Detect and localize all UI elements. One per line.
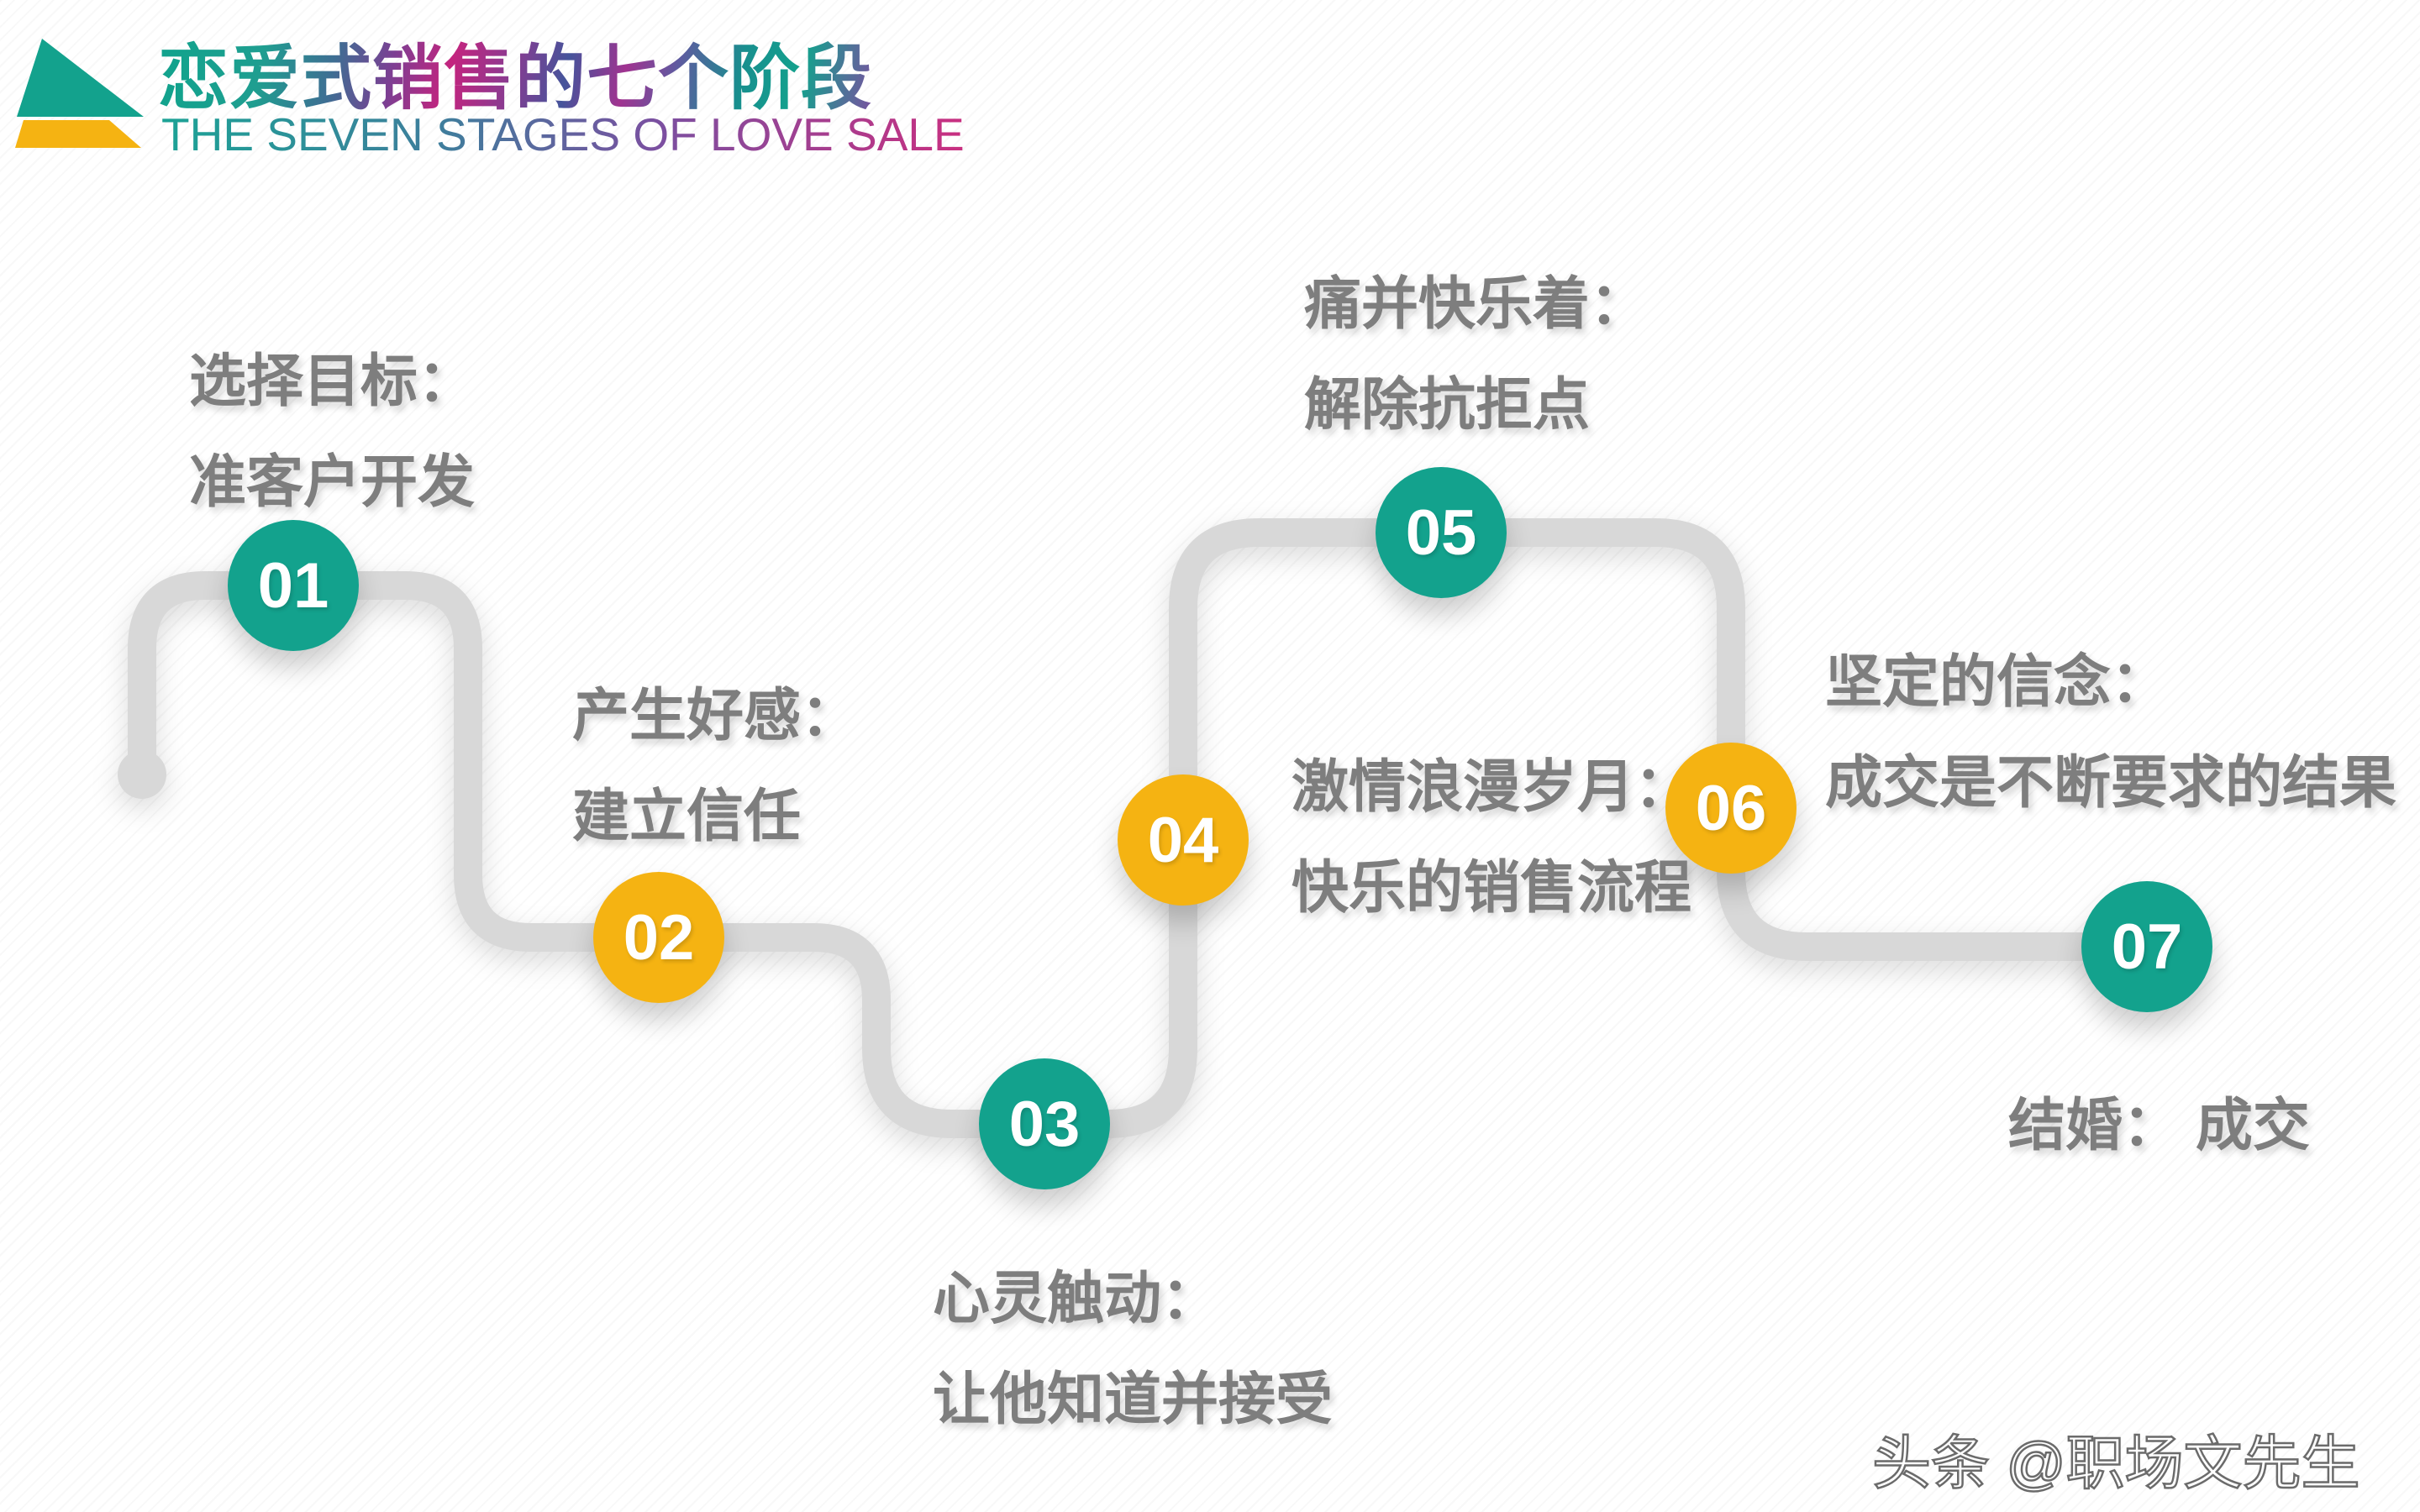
logo	[15, 39, 144, 148]
stage-circle-02: 02	[593, 872, 724, 1003]
stage-label-line: 准客户开发	[189, 450, 476, 514]
stage-circle-04: 04	[1118, 774, 1249, 906]
path-start-dot	[118, 750, 166, 799]
stage-label-line: 痛并快乐着：	[1304, 272, 1648, 336]
page-title: 恋爱式销售的七个阶段	[158, 22, 872, 123]
stage-circle-06: 06	[1665, 743, 1797, 874]
stage-label-02: 产生好感： 建立信任	[572, 687, 858, 889]
page-subtitle: THE SEVEN STAGES OF LOVE SALE	[161, 108, 965, 160]
stage-number: 05	[1405, 496, 1477, 569]
stage-label-line: 建立信任	[572, 785, 802, 848]
stage-label-01: 选择目标： 准客户开发	[189, 353, 475, 554]
stage-number: 03	[1008, 1088, 1081, 1160]
stage-circle-07: 07	[2081, 881, 2212, 1012]
stage-label-04: 激情浪漫岁月： 快乐的销售流程	[1292, 759, 1691, 960]
logo-triangle-yellow	[15, 120, 141, 148]
stage-label-line: 让他知道并接受	[933, 1368, 1334, 1431]
stage-label-line: 产生好感：	[572, 684, 859, 748]
logo-triangle-teal	[17, 39, 144, 117]
stage-label-line: 激情浪漫岁月：	[1292, 755, 1692, 819]
stage-label-03: 心灵触动： 让他知道并接受	[933, 1270, 1333, 1472]
stage-label-06: 坚定的信念： 成交是不断要求的结果	[1825, 654, 2396, 855]
stage-circle-01: 01	[228, 520, 359, 651]
stage-number: 02	[623, 901, 695, 974]
stage-number: 06	[1695, 772, 1767, 844]
stage-label-07: 结婚： 成交	[2008, 1097, 2310, 1198]
stage-circle-05: 05	[1376, 467, 1507, 598]
stage-label-line: 选择目标：	[189, 349, 476, 413]
stage-label-line: 成交是不断要求的结果	[1825, 751, 2397, 815]
path-line	[128, 518, 2165, 1138]
stage-label-line: 解除抗拒点	[1304, 373, 1591, 437]
stage-label-line: 坚定的信念：	[1825, 650, 2169, 714]
stage-number: 07	[2111, 911, 2183, 983]
stage-label-line: 结婚： 成交	[2008, 1094, 2310, 1158]
stage-label-line: 快乐的销售流程	[1292, 856, 1692, 920]
watermark: 头条 @职场文先生	[1871, 1430, 2361, 1498]
stage-label-line: 心灵触动：	[933, 1267, 1219, 1331]
stage-number: 01	[257, 549, 329, 622]
stage-circle-03: 03	[979, 1058, 1110, 1189]
stage-label-05: 痛并快乐着： 解除抗拒点	[1304, 276, 1647, 477]
stage-number: 04	[1147, 804, 1219, 876]
